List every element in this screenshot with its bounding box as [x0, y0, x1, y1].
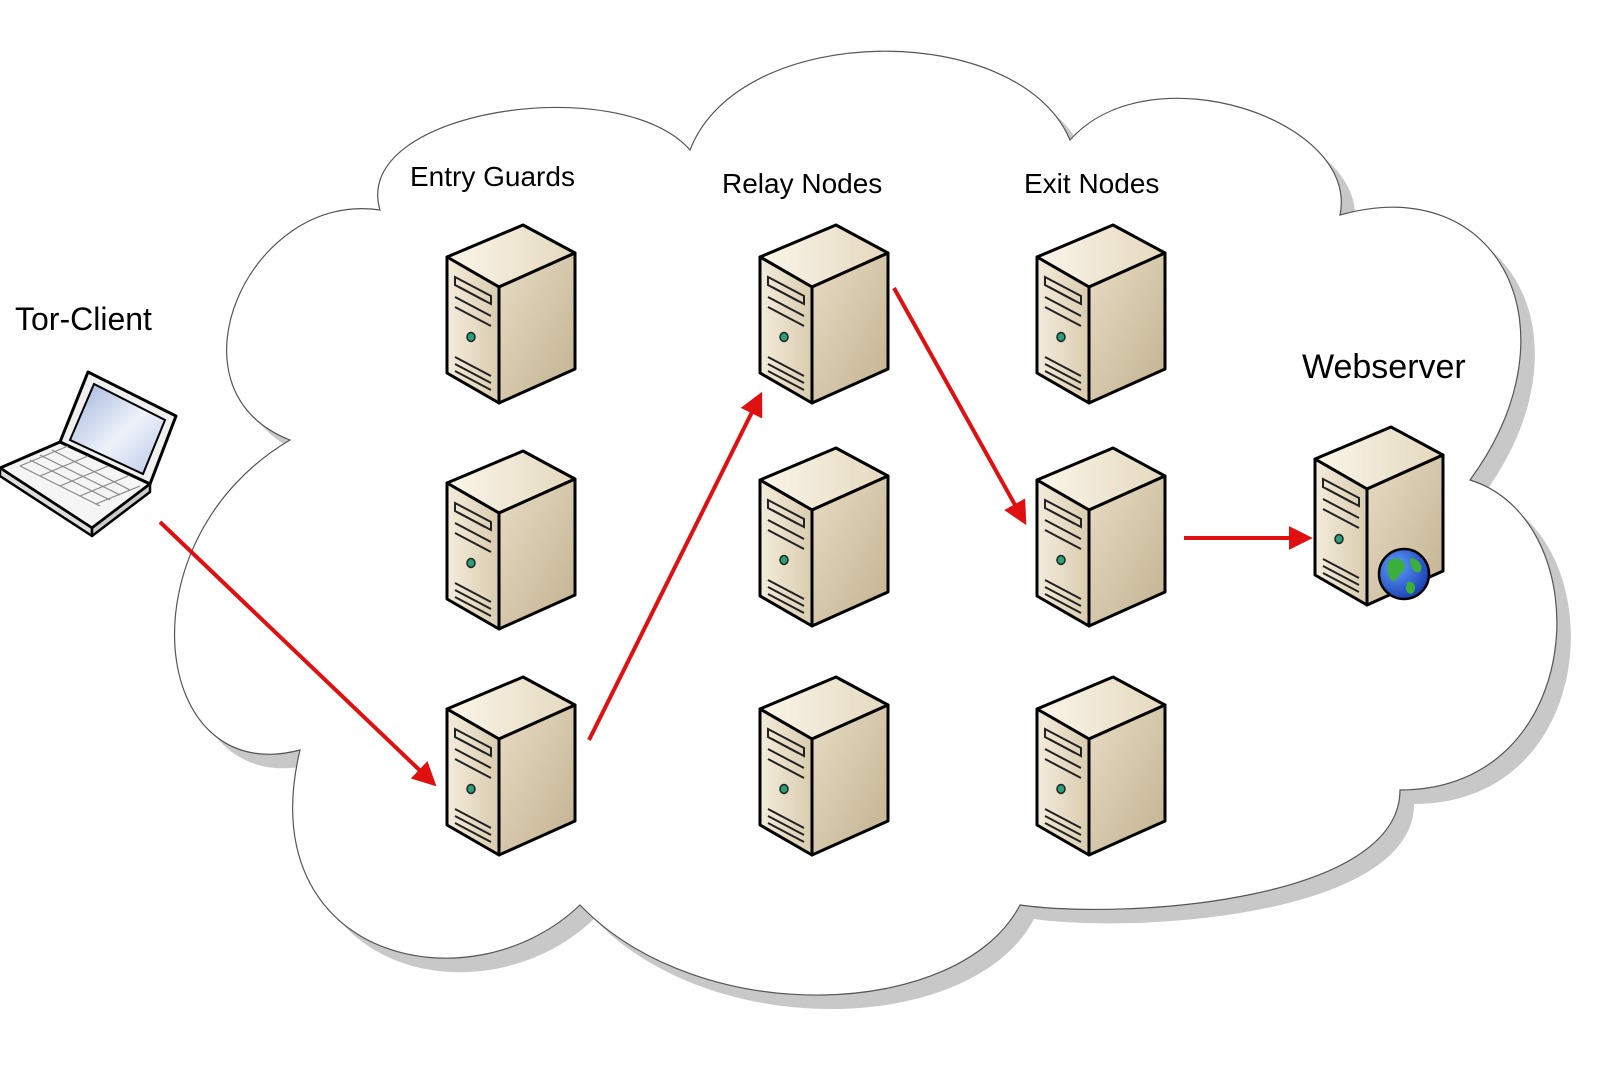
exit-node-server-2 [1035, 446, 1167, 628]
web-server-globe-icon [1313, 425, 1445, 607]
route-arrows [158, 287, 1313, 787]
laptop-icon [0, 370, 178, 538]
tor-client-label: Tor-Client [15, 301, 152, 337]
entry-guards-label: Entry Guards [410, 161, 575, 192]
relay-node-server-2 [758, 446, 890, 628]
arrow-client-to-entry [158, 520, 437, 787]
entry-guard-server-1 [445, 223, 577, 405]
exit-nodes-label: Exit Nodes [1024, 168, 1159, 199]
exit-node-server-3 [1035, 675, 1167, 857]
relay-node-server-3 [758, 675, 890, 857]
arrow-entry-to-relay [587, 391, 763, 741]
entry-guard-server-3 [445, 675, 577, 857]
relay-node-server-1 [758, 223, 890, 405]
webserver-label: Webserver [1302, 348, 1466, 386]
entry-guard-server-2 [445, 449, 577, 631]
arrow-relay-to-exit [892, 287, 1027, 526]
exit-node-server-1 [1035, 223, 1167, 405]
relay-nodes-label: Relay Nodes [722, 168, 882, 199]
